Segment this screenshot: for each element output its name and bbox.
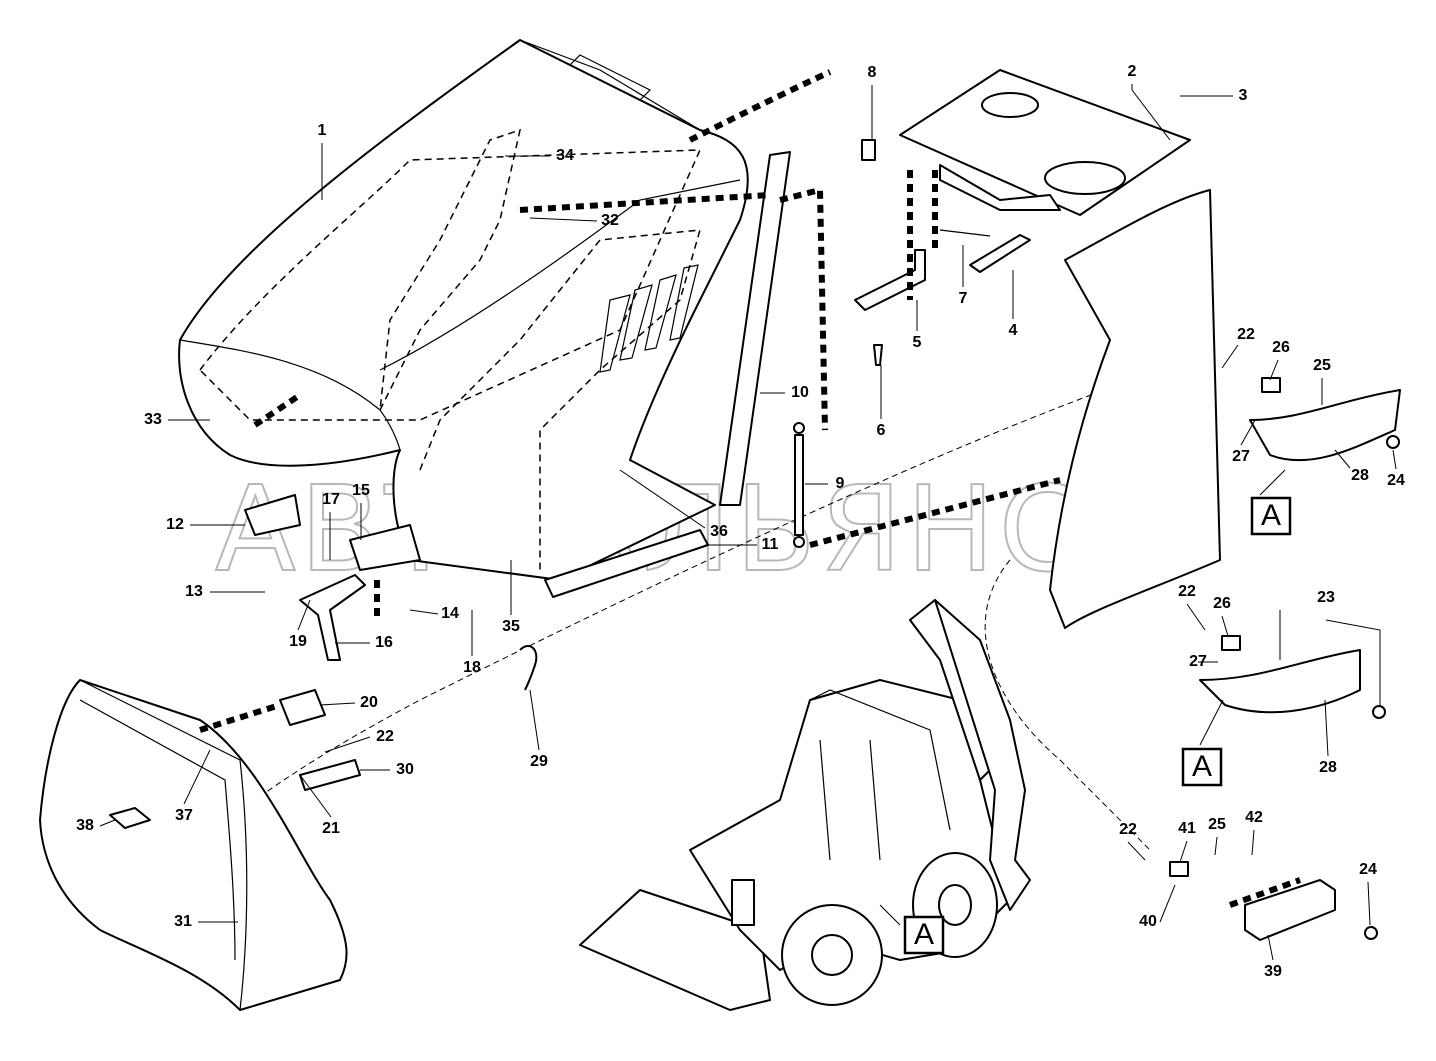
callout-21: 21	[322, 820, 340, 837]
callout-22: 22	[1178, 583, 1196, 600]
spacer-part-41	[1169, 861, 1189, 877]
callout-40: 40	[1139, 913, 1157, 930]
callout-11: 11	[762, 536, 779, 553]
callout-9: 9	[836, 475, 845, 492]
callout-26: 26	[1272, 339, 1290, 356]
callout-39: 39	[1264, 963, 1282, 980]
detail-a-box: A	[903, 915, 945, 955]
callout-12: 12	[166, 516, 184, 533]
bracket-part-4	[969, 234, 1031, 273]
callout-32: 32	[601, 212, 619, 229]
clip-part-8	[861, 139, 876, 161]
callout-41: 41	[1178, 820, 1196, 837]
fender-part-31	[39, 679, 348, 1011]
callout-20: 20	[360, 694, 378, 711]
connection-chain	[1228, 877, 1302, 908]
callout-17: 17	[322, 491, 340, 508]
pin-part-7	[939, 229, 991, 237]
nut-part-24	[1386, 435, 1400, 449]
spacer-part-26	[1221, 635, 1241, 651]
connection-chain	[809, 477, 1061, 548]
callout-3: 3	[1239, 87, 1248, 104]
callout-37: 37	[175, 807, 193, 824]
callout-29: 29	[530, 753, 548, 770]
bracket-part-12	[244, 494, 301, 536]
backhoe-loader-illustration	[579, 599, 1031, 1011]
callout-16: 16	[375, 634, 393, 651]
phantom-line	[178, 354, 1206, 903]
callout-35: 35	[502, 618, 520, 635]
spacer-part-26	[1261, 377, 1281, 393]
detail-a-box: A	[1181, 747, 1223, 787]
callout-25: 25	[1208, 816, 1226, 833]
callout-14: 14	[441, 605, 459, 622]
callout-7: 7	[959, 290, 968, 307]
callout-8: 8	[868, 64, 877, 81]
strip-part-10	[719, 151, 791, 506]
callout-26: 26	[1213, 595, 1231, 612]
callout-30: 30	[396, 761, 414, 778]
reflector-part-38	[109, 807, 151, 829]
callout-23: 23	[1317, 589, 1335, 606]
clamp-part-29	[519, 645, 538, 691]
bolt-part-6	[873, 344, 883, 366]
detail-a-label: A	[1192, 750, 1212, 783]
callout-28: 28	[1319, 759, 1337, 776]
callout-labels: 1 2 3 8 34 32 7 4 5 6 10 33 9 22 26 25 2…	[76, 63, 1405, 980]
hood-part-1	[178, 39, 749, 581]
callout-36: 36	[710, 523, 728, 540]
callout-42: 42	[1245, 809, 1263, 826]
callout-4: 4	[1009, 322, 1018, 339]
callout-27: 27	[1189, 653, 1207, 670]
callout-2: 2	[1128, 63, 1137, 80]
callout-1: 1	[318, 122, 327, 139]
bracket-part-20	[279, 689, 326, 726]
callout-5: 5	[913, 334, 922, 351]
callout-38: 38	[76, 817, 94, 834]
connection-chain	[199, 702, 281, 733]
callout-10: 10	[791, 384, 809, 401]
callout-33: 33	[144, 411, 162, 428]
callout-22: 22	[376, 728, 394, 745]
bracket-part-39	[1244, 879, 1336, 941]
callout-24: 24	[1359, 861, 1377, 878]
callout-25: 25	[1313, 357, 1331, 374]
phantom-line	[984, 559, 1151, 851]
callout-27: 27	[1232, 448, 1250, 465]
clip-part-16	[299, 574, 366, 661]
nut-part-24	[1372, 705, 1386, 719]
callout-28: 28	[1351, 467, 1369, 484]
bracket-part-5	[854, 249, 926, 311]
callout-31: 31	[174, 913, 192, 930]
bracket-part-30	[299, 759, 361, 791]
callout-15: 15	[352, 482, 370, 499]
callout-22: 22	[1119, 821, 1137, 838]
bracket-part-15	[349, 524, 421, 571]
connection-chain	[907, 170, 938, 300]
callout-6: 6	[877, 422, 886, 439]
handle-part-28	[1199, 649, 1361, 714]
nut-part-24	[1364, 926, 1378, 940]
detail-a-label: A	[914, 918, 934, 951]
connection-chain	[253, 392, 302, 428]
gas-strut-part-9	[793, 422, 805, 548]
side-panel	[1049, 189, 1221, 629]
callout-13: 13	[185, 583, 203, 600]
callout-22: 22	[1237, 326, 1255, 343]
leader-lines	[99, 84, 1397, 961]
connection-chain	[688, 69, 832, 143]
detail-a-label: A	[1261, 499, 1281, 532]
connection-chain	[779, 186, 828, 431]
callout-18: 18	[463, 659, 481, 676]
callout-19: 19	[289, 633, 307, 650]
callout-24: 24	[1387, 472, 1405, 489]
plate-part-2	[899, 69, 1191, 216]
callout-34: 34	[556, 147, 574, 164]
handle-part-28	[1249, 389, 1401, 462]
detail-a-box: A	[1250, 496, 1292, 536]
